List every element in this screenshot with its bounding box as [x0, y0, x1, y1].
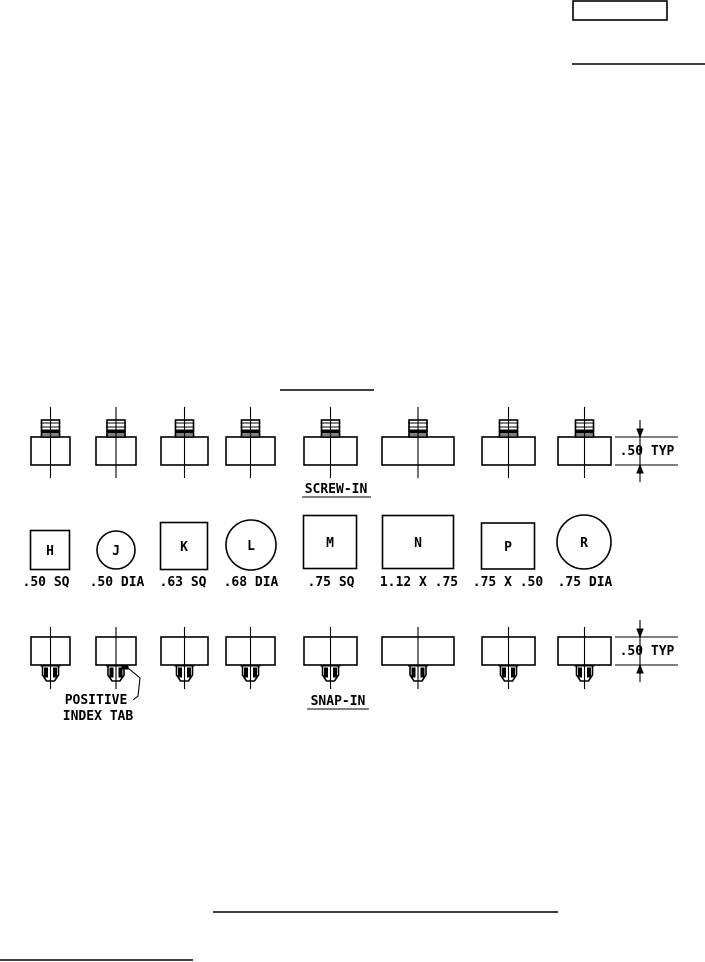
- snap-in-mount-n: [381, 627, 455, 689]
- header-box: [572, 0, 668, 21]
- snap-in-mount-k: [160, 627, 209, 689]
- screw-in-mount-j: [95, 407, 137, 478]
- lens-letter: R: [580, 536, 588, 551]
- lens-j: J .50 DIA: [90, 530, 145, 590]
- lens-shape-row: H .50 SQ J .50 DIA K .63 SQ L .68 DIA M .75 SQ N 1.…: [23, 514, 613, 590]
- screw-in-row: [30, 407, 612, 478]
- snap-in-mount-l: [225, 627, 276, 689]
- screw-in-mount-k: [160, 407, 209, 478]
- lens-m: M .75 SQ: [302, 514, 358, 590]
- lens-letter: H: [46, 544, 54, 559]
- lens-l: L .68 DIA: [224, 519, 279, 590]
- screw-in-mount-h: [30, 407, 71, 478]
- lens-n: N 1.12 X .75: [380, 514, 458, 590]
- typ-bottom-label: .50 TYP: [620, 644, 675, 659]
- lens-size: .63 SQ: [160, 575, 207, 590]
- snap-in-mount-m: [303, 627, 358, 689]
- lens-outline: [556, 514, 612, 570]
- positive-label: POSITIVE: [65, 693, 128, 708]
- snap-in-mount-h: [30, 627, 71, 689]
- lens-outline: [96, 530, 136, 570]
- snap-in-label: SNAP-IN: [311, 694, 366, 709]
- screw-in-mount-l: [225, 407, 276, 478]
- lens-letter: P: [504, 540, 512, 555]
- snap-in-mount-j: [95, 627, 137, 689]
- lens-r: R .75 DIA: [556, 514, 613, 590]
- lens-size: .75 X .50: [473, 575, 544, 590]
- snap-in-row: [30, 627, 612, 689]
- lens-letter: N: [414, 536, 422, 551]
- snap-in-mount-p: [481, 627, 536, 689]
- lens-letter: M: [326, 536, 334, 551]
- lens-outline: [480, 522, 536, 570]
- index-tab-label: INDEX TAB: [63, 709, 134, 724]
- screw-in-mount-r: [557, 407, 612, 478]
- screw-in-mount-n: [381, 407, 455, 478]
- lens-k: K .63 SQ: [159, 521, 209, 590]
- lens-size: .50 DIA: [90, 575, 145, 590]
- lens-size: .68 DIA: [224, 575, 279, 590]
- dimension-bottom: .50 TYP: [615, 620, 678, 682]
- lens-outline: [159, 521, 209, 571]
- lens-h: H .50 SQ: [23, 529, 71, 590]
- screw-in-mount-p: [481, 407, 536, 478]
- lens-size: .75 SQ: [308, 575, 355, 590]
- dimension-top: .50 TYP: [615, 420, 678, 482]
- lens-outline: [29, 529, 71, 571]
- lens-p: P .75 X .50: [473, 522, 544, 590]
- snap-in-mount-r: [557, 627, 612, 689]
- typ-top-label: .50 TYP: [620, 444, 675, 459]
- index-tab-leader: [127, 667, 141, 701]
- lens-size: 1.12 X .75: [380, 575, 458, 590]
- lens-outline: [225, 519, 277, 571]
- lens-size: .50 SQ: [23, 575, 70, 590]
- lens-letter: J: [112, 544, 120, 559]
- lens-letter: K: [180, 540, 188, 555]
- lens-size: .75 DIA: [558, 575, 613, 590]
- lens-outline: [381, 514, 455, 570]
- lens-outline: [302, 514, 358, 570]
- lens-letter: L: [247, 539, 255, 554]
- screw-in-label: SCREW-IN: [305, 482, 368, 497]
- screw-in-mount-m: [303, 407, 358, 478]
